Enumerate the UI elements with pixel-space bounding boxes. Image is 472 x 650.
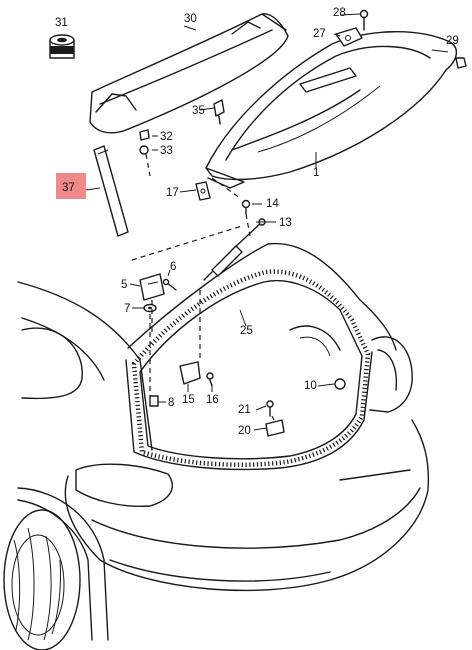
callout-37: 37 xyxy=(62,182,75,194)
callout-7: 7 xyxy=(124,303,130,315)
part-7-washer xyxy=(143,303,157,313)
part-33-nut xyxy=(139,145,149,155)
callout-21: 21 xyxy=(238,404,251,416)
callout-25: 25 xyxy=(240,325,253,337)
callout-labels: 37 31 30 28 27 29 35 32 33 1 17 14 13 6 … xyxy=(55,7,459,437)
callout-32: 32 xyxy=(160,131,173,143)
vehicle-rear-body xyxy=(3,242,430,650)
callout-31: 31 xyxy=(55,17,68,29)
callout-6: 6 xyxy=(170,261,176,273)
part-21-screw xyxy=(266,400,274,417)
callout-33: 33 xyxy=(160,145,173,157)
callout-17: 17 xyxy=(166,187,179,199)
callout-29: 29 xyxy=(446,35,459,47)
callout-10: 10 xyxy=(304,380,317,392)
part-30-spoiler xyxy=(89,13,289,134)
callout-5: 5 xyxy=(121,279,127,291)
callout-1: 1 xyxy=(313,167,319,179)
callout-28: 28 xyxy=(333,7,346,19)
part-27-bracket xyxy=(335,27,363,47)
part-15-striker xyxy=(179,361,201,385)
callout-30: 30 xyxy=(184,13,197,25)
part-35-clip xyxy=(213,99,225,125)
callout-15: 15 xyxy=(182,394,195,406)
part-14-ball-stud xyxy=(241,199,251,215)
highlight-box-37 xyxy=(56,173,86,199)
callout-13: 13 xyxy=(279,217,292,229)
callout-16: 16 xyxy=(206,394,219,406)
part-31-buffer xyxy=(49,34,75,59)
part-20-bracket xyxy=(265,419,285,437)
callout-14: 14 xyxy=(266,198,279,210)
callout-8: 8 xyxy=(168,397,174,409)
callout-27: 27 xyxy=(313,28,326,40)
part-8-buffer xyxy=(149,395,159,407)
leader-lines xyxy=(85,13,449,431)
callout-35: 35 xyxy=(192,105,205,117)
part-5-lock xyxy=(139,273,165,301)
callout-20: 20 xyxy=(238,425,251,437)
part-17-lock-actuator xyxy=(195,181,211,201)
part-6-bolt xyxy=(162,278,177,291)
part-13-gas-strut xyxy=(203,218,266,281)
assembly-guide-lines xyxy=(131,153,275,421)
part-10-plug xyxy=(334,378,346,390)
part-37-trim-strip xyxy=(93,145,129,237)
part-32-clip xyxy=(139,129,150,141)
part-1-tailgate xyxy=(205,31,457,189)
part-28-screw xyxy=(359,9,369,31)
part-29-clip xyxy=(455,57,467,69)
